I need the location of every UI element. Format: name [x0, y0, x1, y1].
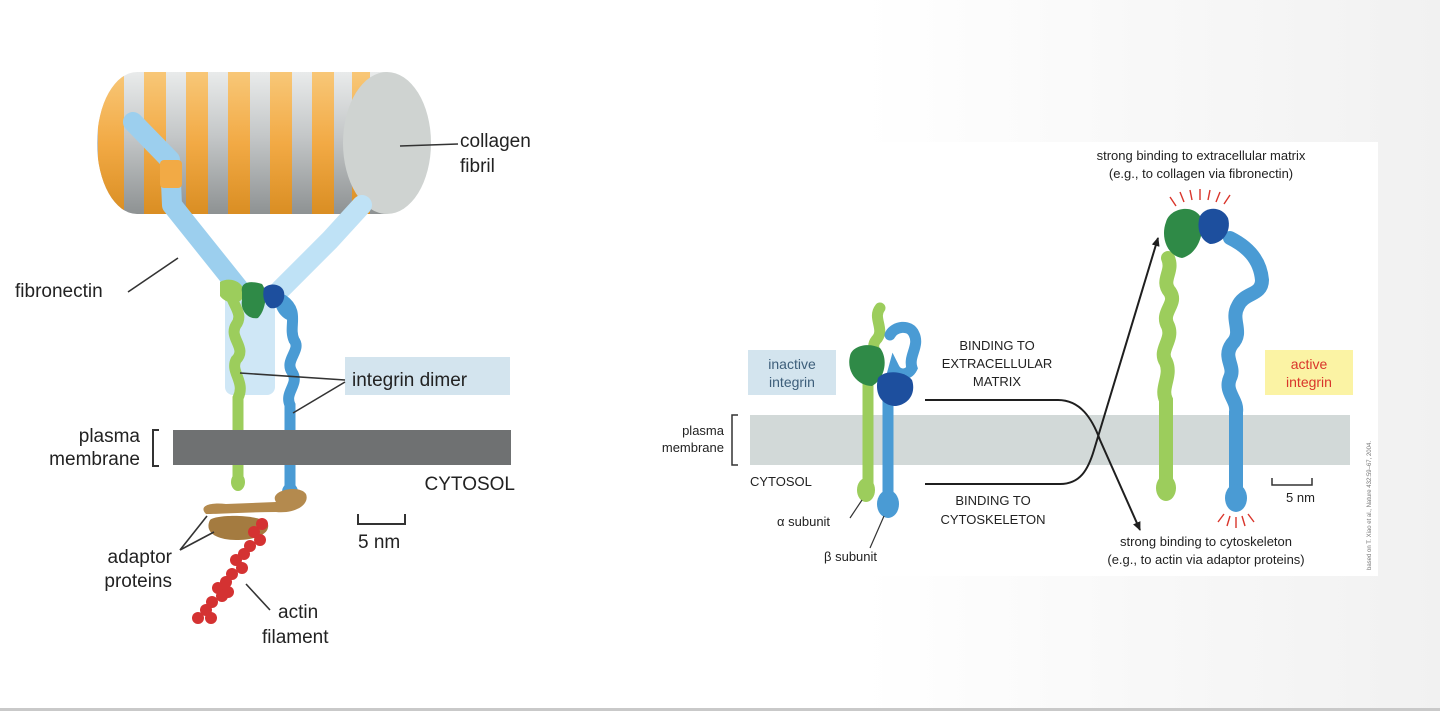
alpha-subunit-left — [220, 279, 246, 491]
strong-cyto-label-line2: (e.g., to actin via adaptor proteins) — [1107, 552, 1304, 567]
cytosol-label-right: CYTOSOL — [750, 474, 812, 489]
plasma-membrane-label-right-line2: membrane — [662, 440, 724, 455]
plasma-membrane-label-line2: membrane — [49, 449, 140, 470]
strong-ecm-label-line1: strong binding to extracellular matrix — [1097, 148, 1306, 163]
binding-ecm-label-line2: EXTRACELLULAR — [942, 356, 1053, 371]
scale-label-right: 5 nm — [1286, 490, 1315, 505]
left-labels: collagen fibril fibronectin integrin dim… — [15, 131, 531, 648]
credit-text: based on T. Xiao et al., Nature 432:59–6… — [1367, 441, 1373, 570]
adaptor-label-line2: proteins — [104, 571, 172, 592]
fibronectin — [123, 112, 372, 300]
membrane-bracket-right — [731, 414, 738, 466]
actin-label-line1: actin — [278, 602, 318, 623]
scale-label-left: 5 nm — [358, 532, 400, 553]
adaptor-label-line1: adaptor — [108, 547, 173, 568]
scale-bar-left — [357, 514, 406, 525]
binding-cyto-label-line2: CYTOSKELETON — [941, 512, 1046, 527]
cytosol-label-left: CYTOSOL — [425, 474, 515, 495]
collagen-end-cap — [343, 72, 431, 214]
plasma-membrane-label-right-line1: plasma — [682, 423, 725, 438]
binding-ecm-label-line3: MATRIX — [973, 374, 1021, 389]
activation-rays-top — [1169, 189, 1231, 207]
alpha-head-left — [241, 282, 266, 319]
inactive-alpha-head — [849, 345, 885, 386]
inactive-integrin-callout — [748, 350, 836, 395]
active-label-line1: active — [1291, 356, 1328, 372]
right-labels: inactive integrin active integrin plasma… — [662, 148, 1373, 570]
inactive-label-line1: inactive — [768, 356, 816, 372]
strong-ecm-label-line2: (e.g., to collagen via fibronectin) — [1109, 166, 1293, 181]
actin-label-line2: filament — [262, 627, 329, 648]
beta-subunit-label: β subunit — [824, 549, 877, 564]
strong-cyto-label-line1: strong binding to cytoskeleton — [1120, 534, 1292, 549]
active-beta-head — [1198, 208, 1229, 244]
collagen-fibril — [97, 72, 431, 214]
leader-lines-left — [127, 143, 459, 611]
bottom-rule — [0, 708, 1440, 711]
collagen-label-line1: collagen — [460, 131, 531, 152]
plasma-membrane-label-line1: plasma — [79, 426, 141, 447]
plasma-membrane-left — [173, 430, 511, 465]
active-label-line2: integrin — [1286, 374, 1332, 390]
collagen-bands — [98, 72, 370, 214]
membrane-bracket-left — [152, 429, 159, 467]
active-integrin-callout — [1265, 350, 1353, 395]
beta-subunit-left — [276, 294, 302, 501]
collagen-label-line2: fibril — [460, 156, 495, 177]
inactive-label-line2: integrin — [769, 374, 815, 390]
binding-cyto-label-line1: BINDING TO — [955, 493, 1030, 508]
binding-ecm-label-line1: BINDING TO — [959, 338, 1034, 353]
inactive-integrin — [849, 302, 922, 518]
activation-arrows — [925, 237, 1160, 531]
right-panel: inactive integrin active integrin plasma… — [630, 142, 1378, 576]
alpha-subunit-label: α subunit — [777, 514, 830, 529]
leader-lines-right — [849, 499, 885, 549]
scale-bar-right — [1271, 478, 1313, 486]
plasma-membrane-right — [750, 415, 1350, 465]
left-panel: collagen fibril fibronectin integrin dim… — [15, 72, 531, 648]
active-integrin — [1156, 208, 1270, 512]
fibronectin-label: fibronectin — [15, 281, 103, 302]
active-alpha-head — [1163, 208, 1202, 258]
inactive-beta-head — [876, 372, 914, 406]
integrin-dimer-label: integrin dimer — [352, 370, 468, 391]
integrin-dimer-callout — [345, 357, 510, 395]
activation-rays-bottom — [1217, 513, 1255, 528]
actin-filament — [192, 518, 268, 624]
beta-head-left — [263, 284, 285, 309]
